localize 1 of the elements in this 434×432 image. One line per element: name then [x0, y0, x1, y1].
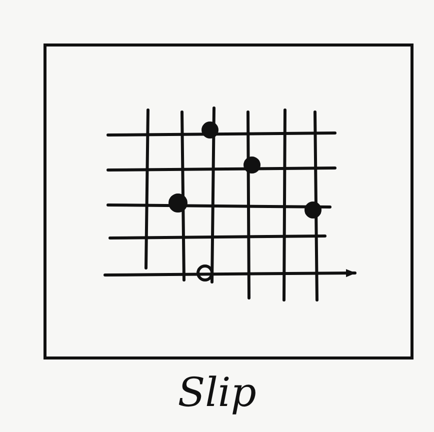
caption: Slip: [178, 370, 256, 416]
